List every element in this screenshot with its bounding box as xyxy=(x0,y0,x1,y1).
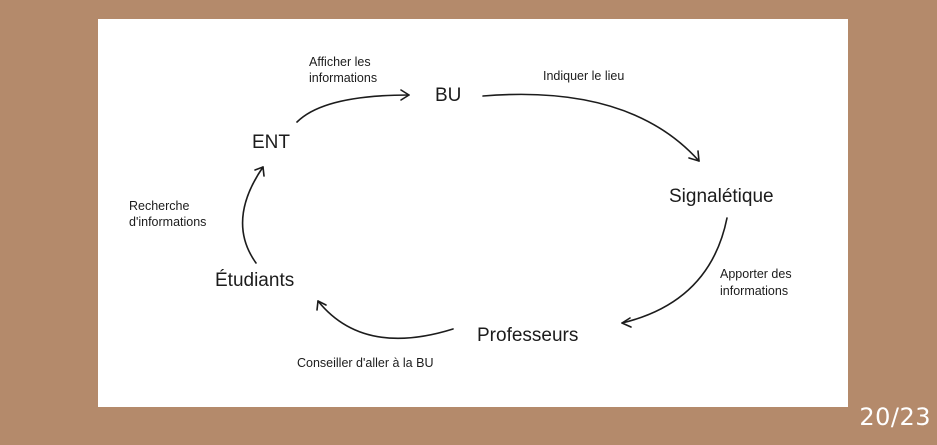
arrow-bu-to-signaletique xyxy=(482,93,700,162)
page-number: 20/23 xyxy=(859,403,931,431)
label-etudiants-to-ent: Recherche d'informations xyxy=(129,199,206,229)
node-signaletique: Signalétique xyxy=(669,186,774,207)
label-ent-to-bu: Afficher les informations xyxy=(309,55,377,85)
node-etudiants: Étudiants xyxy=(215,270,294,291)
cycle-diagram: BU ENT Signalétique Étudiants Professeur… xyxy=(129,55,795,370)
diagram-panel: BU ENT Signalétique Étudiants Professeur… xyxy=(98,19,848,407)
node-bu: BU xyxy=(435,85,461,106)
arrow-professeurs-to-etudiants xyxy=(316,300,454,340)
arrow-etudiants-to-ent xyxy=(241,166,265,264)
label-signaletique-to-professeurs: Apporter des informations xyxy=(720,267,795,298)
arrow-signaletique-to-professeurs xyxy=(621,217,728,328)
label-bu-to-signaletique: Indiquer le lieu xyxy=(543,69,624,83)
label-professeurs-to-etudiants: Conseiller d'aller à la BU xyxy=(297,356,433,370)
arrow-ent-to-bu xyxy=(296,89,410,123)
node-ent: ENT xyxy=(252,132,290,153)
node-professeurs: Professeurs xyxy=(477,325,578,346)
